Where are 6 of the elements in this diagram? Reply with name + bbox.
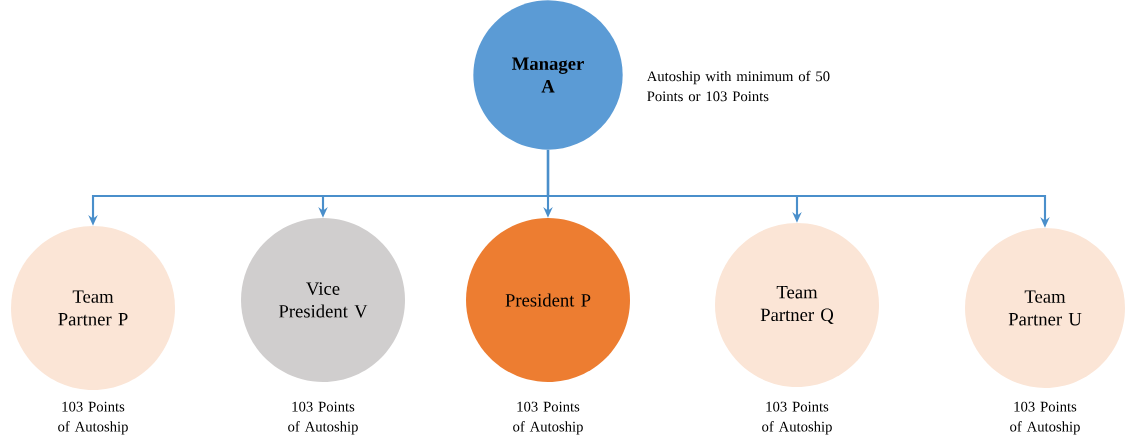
- requirement-note: 103 Points of Autoship: [288, 401, 358, 435]
- requirement-note: 103 Points of Autoship: [58, 401, 128, 435]
- requirement-note: 103 Points of Autoship: [762, 401, 832, 435]
- requirement-note: 103 Points of Autoship: [513, 401, 583, 435]
- requirement-note: 103 Points of Autoship: [1010, 401, 1080, 435]
- requirement-note: Autoship with minimum of 50 Points or 103 Points: [646, 70, 830, 102]
